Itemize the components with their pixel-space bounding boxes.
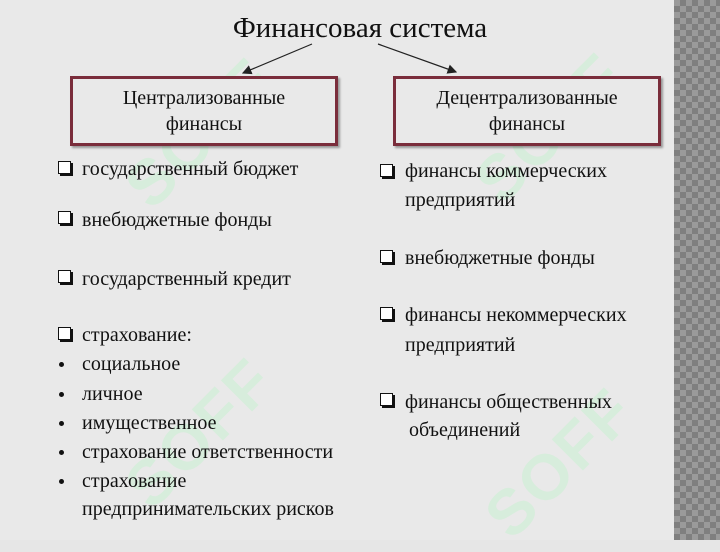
list-item-continuation: предприятий — [405, 334, 516, 356]
checkbox-bullet-icon — [380, 164, 393, 177]
list-item: финансы некоммерческих — [405, 304, 627, 326]
list-item: государственный кредит — [82, 268, 291, 290]
list-item: внебюджетные фонды — [82, 209, 272, 231]
list-item: финансы коммерческих — [405, 160, 608, 182]
list-item: страхование: — [82, 324, 192, 346]
checkbox-bullet-icon — [58, 327, 71, 340]
checkbox-bullet-icon — [58, 161, 71, 174]
connector-arrows — [241, 43, 458, 75]
list-subitem: страхование ответственности — [82, 441, 334, 463]
arrow-to-decentralized — [377, 43, 458, 74]
list-item-continuation: объединений — [409, 419, 521, 441]
list-item: финансы общественных — [405, 391, 612, 413]
side-pattern-strip — [674, 0, 720, 540]
dot-bullet-icon — [59, 392, 64, 397]
centralized-box-line2: финансы — [165, 113, 243, 135]
checkbox-bullet-icon — [58, 211, 71, 224]
checkbox-bullet-icon — [380, 307, 393, 320]
checkbox-bullet-icon — [380, 250, 393, 263]
list-item-continuation: предприятий — [405, 189, 516, 211]
decentralized-box-line2: финансы — [488, 113, 566, 135]
list-subitem: страхование — [82, 470, 187, 492]
centralized-finance-box: Централизованные финансы — [70, 76, 338, 146]
dot-bullet-icon — [59, 421, 64, 426]
list-subitem: имущественное — [82, 412, 217, 434]
list-item: внебюджетные фонды — [405, 247, 595, 269]
list-subitem: личное — [82, 383, 143, 405]
list-item: государственный бюджет — [82, 158, 299, 180]
list-subitem-continuation: предпринимательских рисков — [82, 498, 334, 520]
slide-title: Финансовая система — [232, 12, 488, 44]
arrow-to-centralized — [241, 43, 313, 75]
dot-bullet-icon — [59, 479, 64, 484]
dot-bullet-icon — [59, 450, 64, 455]
checkbox-bullet-icon — [380, 393, 393, 406]
decentralized-finance-box: Децентрализованные финансы — [393, 76, 661, 146]
centralized-box-line1: Централизованные — [122, 87, 286, 109]
list-subitem: социальное — [82, 353, 181, 375]
dot-bullet-icon — [59, 362, 64, 367]
decentralized-box-line1: Децентрализованные — [436, 87, 618, 109]
checkbox-bullet-icon — [58, 270, 71, 283]
